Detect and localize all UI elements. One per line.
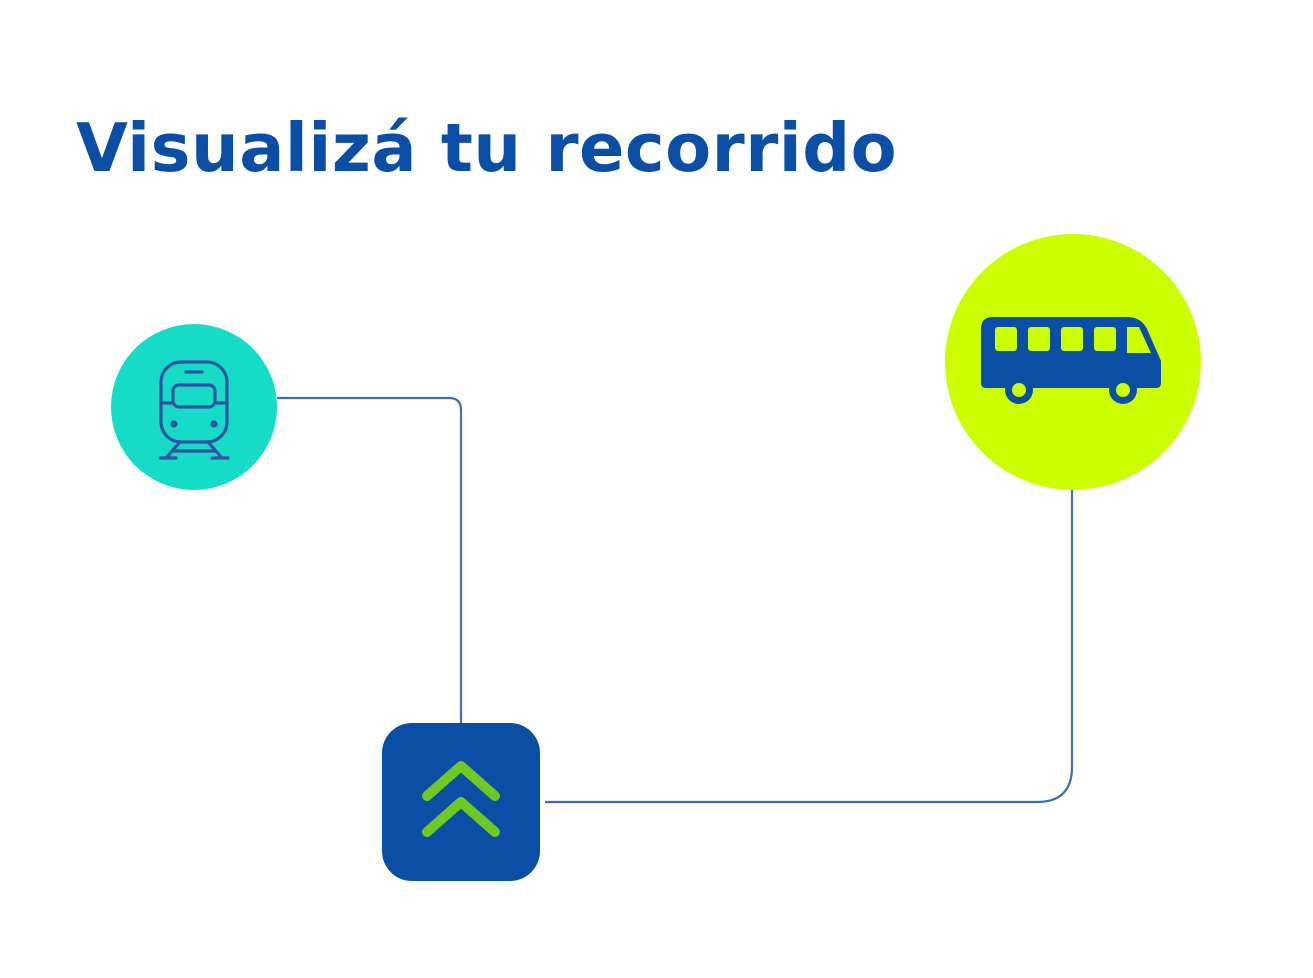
train-node[interactable] [111, 324, 277, 490]
route-line-train-to-app [277, 396, 463, 723]
double-chevron-up-icon [422, 761, 500, 837]
train-icon [158, 360, 230, 460]
app-logo-tile[interactable] [382, 723, 540, 881]
bus-node[interactable] [945, 234, 1201, 490]
page-title: Visualizá tu recorrido [76, 109, 898, 187]
route-line-app-to-bus [545, 488, 1074, 804]
bus-icon [981, 317, 1161, 404]
